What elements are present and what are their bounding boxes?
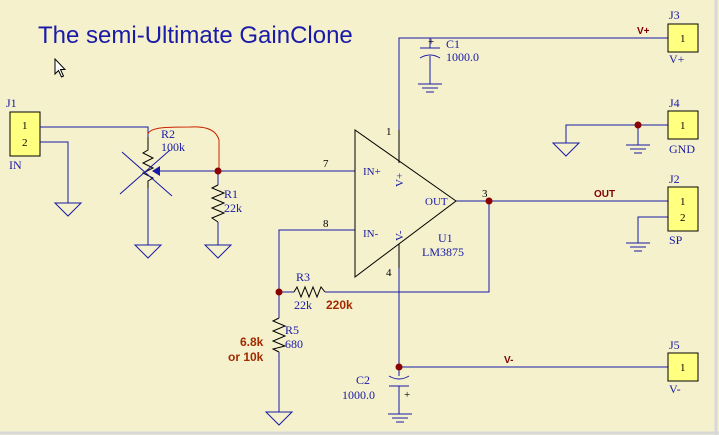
connector-j3: J3 1 V+ — [667, 8, 699, 66]
u1-pin-number-1: 1 — [386, 126, 392, 138]
j5-pin-1: 1 — [680, 362, 686, 374]
j5-ref: J5 — [669, 338, 680, 352]
j5-name: V- — [669, 382, 681, 396]
connector-j2: J2 1 2 SP — [667, 172, 699, 247]
opamp-u1: IN+ IN- OUT V+ V- 7 8 3 1 4 U1 LM3875 — [323, 126, 488, 279]
resistor-r1: R1 22k — [210, 184, 242, 223]
modification-redline — [147, 126, 220, 170]
c1-value: 1000.0 — [446, 50, 479, 64]
earth-ground-symbols — [388, 83, 650, 423]
capacitor-c1: + C1 1000.0 — [419, 36, 479, 84]
connector-j5: J5 1 V- — [667, 338, 699, 396]
j4-pin-1: 1 — [680, 120, 686, 132]
j1-ref: J1 — [6, 96, 17, 110]
r5-alt-value-note-2: or 10k — [228, 350, 264, 364]
r3-ref: R3 — [296, 270, 310, 284]
j3-name: V+ — [669, 52, 685, 66]
j2-ref: J2 — [669, 172, 680, 186]
r5-alt-value-note-1: 6.8k — [240, 335, 264, 349]
r3-value: 22k — [294, 298, 312, 312]
r2-value: 100k — [161, 140, 185, 154]
r1-ref: R1 — [224, 187, 238, 201]
j2-name: SP — [669, 233, 683, 247]
r3-alt-value-note: 220k — [326, 298, 353, 312]
j1-pin-2: 2 — [22, 137, 28, 149]
connector-j4: J4 1 GND — [667, 96, 699, 156]
j3-ref: J3 — [669, 8, 680, 22]
mouse-cursor-icon — [54, 58, 67, 78]
r1-value: 22k — [224, 201, 242, 215]
resistor-r3: R3 22k 220k — [293, 270, 353, 312]
u1-pin-number-4: 4 — [386, 267, 392, 279]
junction-dots — [214, 121, 642, 371]
capacitor-c2: + C2 1000.0 — [342, 367, 410, 414]
j1-pin-1: 1 — [22, 120, 28, 132]
u1-pin-label-vplus: V+ — [394, 173, 406, 187]
resistor-r5: R5 680 6.8k or 10k — [228, 317, 303, 364]
u1-pin-number-7: 7 — [323, 158, 329, 170]
u1-part: LM3875 — [422, 245, 464, 259]
net-label-vplus: V+ — [637, 26, 650, 37]
schematic-title: The semi-Ultimate GainClone — [38, 22, 353, 49]
j2-pin-2: 2 — [680, 212, 686, 224]
u1-pin-label-in-plus: IN+ — [363, 166, 381, 178]
u1-pin-number-3: 3 — [482, 188, 488, 200]
j4-name: GND — [669, 142, 695, 156]
connector-j1: J1 1 2 IN — [6, 96, 41, 172]
u1-ref: U1 — [438, 231, 453, 245]
j1-name: IN — [9, 158, 22, 172]
net-label-out: OUT — [594, 189, 615, 200]
svg-text:+: + — [428, 36, 434, 48]
ground-symbols — [53, 142, 581, 426]
u1-pin-label-out: OUT — [425, 196, 448, 208]
svg-text:+: + — [404, 389, 410, 401]
wires — [40, 37, 668, 412]
c2-ref: C2 — [356, 373, 370, 387]
r5-ref: R5 — [285, 323, 299, 337]
j4-ref: J4 — [669, 96, 680, 110]
j3-pin-1: 1 — [680, 33, 686, 45]
r5-value: 680 — [285, 337, 303, 351]
net-label-vminus: V- — [504, 355, 513, 366]
u1-pin-label-in-minus: IN- — [363, 228, 379, 240]
j2-pin-1: 1 — [680, 196, 686, 208]
r2-ref: R2 — [161, 127, 175, 141]
c2-value: 1000.0 — [342, 388, 375, 402]
u1-pin-label-vminus: V- — [394, 230, 406, 241]
potentiometer-r2: R2 100k — [119, 127, 185, 197]
u1-pin-number-8: 8 — [323, 218, 329, 230]
c1-ref: C1 — [446, 37, 460, 51]
